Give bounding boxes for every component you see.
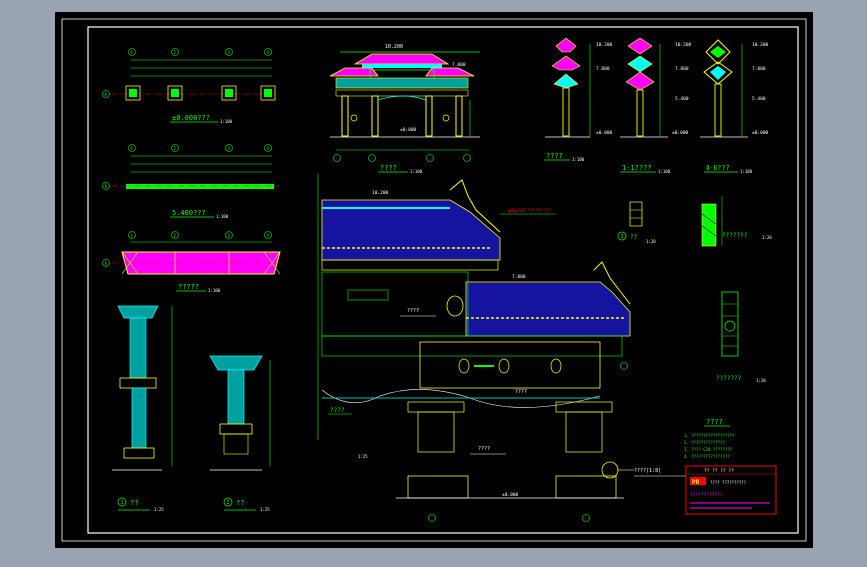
section-tag-4: ????(1:8) — [634, 468, 661, 474]
elev-dim-side: 7.800 — [452, 62, 466, 68]
inner-frame — [87, 26, 799, 534]
section-dim-mid: 7.800 — [512, 274, 526, 280]
plan1-axis-4: 4 — [267, 50, 270, 55]
elev-dim-top: 10.200 — [385, 44, 403, 50]
elev-dim-base: ±0.000 — [400, 127, 417, 133]
section-label: ???? — [330, 407, 345, 414]
detail1-scale: 1:25 — [154, 507, 164, 512]
notes-line-2: 2. ?????????????? — [684, 440, 726, 445]
plan2-axis-1: 1 — [131, 146, 134, 151]
plan2-axis-2: 2 — [174, 146, 177, 151]
col1-dim-base: ±0.000 — [596, 130, 613, 136]
sdetail1-marker: 3 — [621, 234, 624, 240]
main-section: 10.200 φ8@150?????????? 7.800 ???? ???? … — [317, 174, 686, 522]
detail1-marker: 1 — [121, 500, 124, 506]
notes-line-1: 1. ?????????????????? — [684, 433, 735, 438]
title-brand: PR — [692, 479, 700, 486]
small-detail-1: 3 ?? 1:20 — [617, 201, 656, 244]
col3-dim-low: 5.400 — [752, 96, 766, 102]
plan2-axis-4: 4 — [267, 146, 270, 151]
plan2-caption: 5.400??? — [172, 209, 206, 217]
section-tag-2: ???? — [515, 389, 527, 395]
section-scale-label: 1:25 — [358, 454, 368, 459]
col2-dim-low: 5.400 — [675, 96, 689, 102]
col3-dim-top: 10.200 — [752, 42, 769, 48]
title-row1: ?? ?? ?? ?? — [704, 468, 734, 474]
plan2-side-axis: A — [105, 184, 108, 189]
col2-dim-top: 10.200 — [675, 42, 692, 48]
column-detail-1: 1 ?? 1:25 — [112, 305, 173, 512]
small-detail-2: ??????? 1:20 — [701, 196, 772, 247]
notes-title: ???? — [706, 418, 723, 426]
detail1-caption: ?? — [130, 499, 138, 507]
col3-scale: 1:100 — [740, 169, 753, 174]
plan3-axis-2: 2 — [174, 233, 177, 238]
column-detail-2: 2 ?? 1:25 — [209, 355, 271, 512]
col2-caption: 1-1???? — [622, 164, 652, 172]
title-block: ?? ?? ?? ?? PR ???? ?????????? ?????????… — [685, 465, 777, 515]
col3-dim-mid: 7.800 — [752, 66, 766, 72]
plan1-axis-1: 1 — [131, 50, 134, 55]
col1-dim-top: 10.200 — [596, 42, 613, 48]
title-row3: ???????????? — [690, 492, 723, 498]
plan1-side-axis: A — [105, 92, 108, 97]
sdetail1-caption: ?? — [630, 234, 638, 241]
small-detail-3: ??????? 1:20 — [716, 291, 766, 383]
column-elevation-2: 10.200 7.800 5.400 ±0.000 1-1???? 1:100 — [620, 37, 692, 174]
detail2-scale: 1:25 — [260, 507, 270, 512]
detail2-marker: 2 — [227, 500, 230, 506]
section-tag-1: ???? — [407, 308, 419, 314]
col1-caption: ???? — [546, 152, 563, 160]
plan-2: 1 2 3 4 A 5.400??? 1:100 — [102, 144, 280, 219]
col2-dim-base: ±0.000 — [672, 130, 689, 136]
plan1-axis-3: 3 — [228, 50, 231, 55]
sheet-background — [55, 12, 813, 548]
plan-3: 1 2 3 4 A ????? 1:100 — [102, 231, 282, 293]
column-elevation-1: 10.200 7.800 ±0.000 ???? 1:100 — [544, 37, 613, 162]
sdetail3-caption: ??????? — [716, 375, 742, 382]
col3-dim-base: ±0.000 — [752, 130, 769, 136]
plan1-caption: ±0.000??? — [172, 114, 210, 122]
col3-caption: Ⅱ-Ⅱ??? — [706, 164, 730, 172]
plan3-axis-3: 3 — [228, 233, 231, 238]
col1-scale: 1:100 — [572, 157, 585, 162]
section-dim-top: 10.200 — [372, 190, 389, 196]
column-elevation-3: 10.200 7.800 5.400 ±0.000 Ⅱ-Ⅱ??? 1:100 — [700, 39, 769, 174]
plan2-scale: 1:100 — [216, 214, 229, 219]
section-tag-3: ???? — [478, 446, 490, 452]
sdetail3-scale: 1:20 — [756, 378, 766, 383]
plan-1: 1 2 3 4 A ±0.000??? 1:100 — [102, 48, 278, 124]
elev-caption: ???? — [380, 164, 397, 172]
outer-frame — [61, 18, 807, 542]
notes-block: ???? 1. ?????????????????? 2. ??????????… — [684, 418, 735, 459]
detail2-caption: ?? — [236, 499, 244, 507]
section-dim-base: ±0.000 — [502, 492, 519, 498]
plan3-axis-1: 1 — [131, 233, 134, 238]
section-note-red: φ8@150?????????? — [508, 208, 552, 214]
col1-dim-mid: 7.800 — [596, 66, 610, 72]
title-row2: ???? ?????????? — [710, 480, 747, 485]
col2-scale: 1:100 — [658, 169, 671, 174]
elev-scale: 1:100 — [410, 169, 423, 174]
sdetail2-scale: 1:20 — [762, 235, 772, 240]
sdetail2-caption: ??????? — [722, 232, 748, 239]
plan2-axis-3: 3 — [228, 146, 231, 151]
plan1-axis-2: 2 — [174, 50, 177, 55]
col2-dim-mid: 7.800 — [675, 66, 689, 72]
sdetail1-scale: 1:20 — [646, 239, 656, 244]
plan3-side-axis: A — [105, 261, 108, 266]
front-elevation: 10.200 7.800 ±0.000 ???? 1:100 — [329, 44, 480, 174]
plan3-scale: 1:100 — [208, 288, 221, 293]
notes-line-4: 4. ???????????????? — [684, 454, 730, 459]
notes-line-3: 3. ???? C20 ???????? — [684, 447, 733, 452]
plan1-scale: 1:100 — [220, 119, 233, 124]
plan3-axis-4: 4 — [267, 233, 270, 238]
plan3-caption: ????? — [178, 283, 199, 291]
